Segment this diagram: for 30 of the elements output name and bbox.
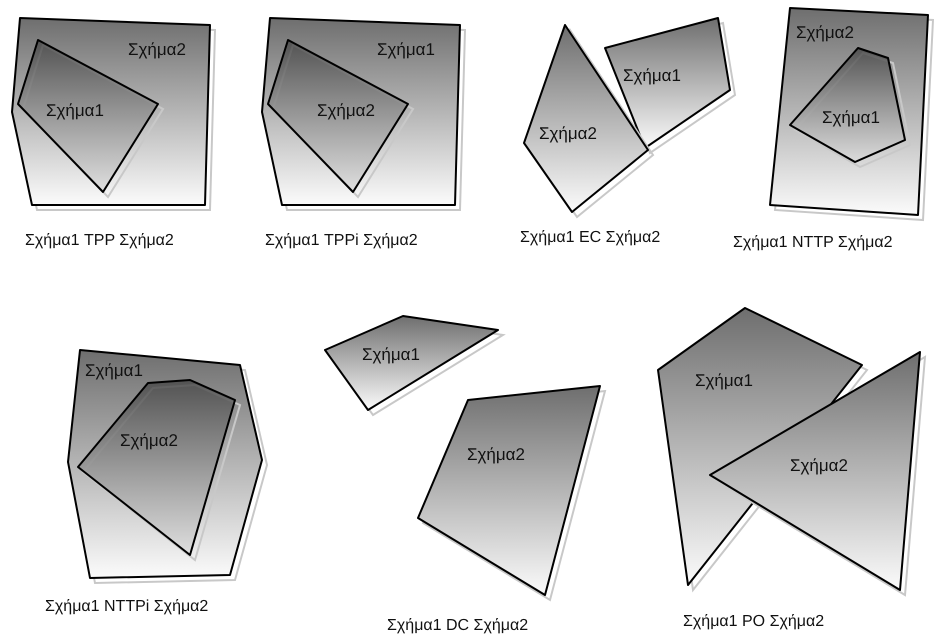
region-label: Σχήμα1: [85, 362, 143, 379]
region-shape: [418, 386, 605, 600]
region-label: Σχήμα1: [362, 346, 420, 363]
region-label: Σχήμα1: [377, 41, 435, 58]
region-shape: [68, 350, 267, 583]
relation-caption: Σχήμα1 NTTP Σχήμα2: [733, 234, 892, 252]
region-label: Σχήμα2: [128, 41, 186, 58]
region-label: Σχήμα2: [317, 102, 375, 119]
region-shape: [262, 18, 465, 210]
region-label: Σχήμα1: [623, 67, 681, 84]
relation-caption: Σχήμα1 TPPi Σχήμα2: [265, 232, 418, 250]
region-shape: [78, 380, 240, 560]
relation-caption: Σχήμα1 NTTPi Σχήμα2: [45, 598, 208, 616]
region-label: Σχήμα2: [796, 24, 854, 41]
relation-caption: Σχήμα1 DC Σχήμα2: [387, 617, 528, 635]
region-label: Σχήμα1: [46, 102, 104, 119]
region-label: Σχήμα2: [467, 446, 525, 463]
relation-caption: Σχήμα1 EC Σχήμα2: [520, 229, 660, 247]
region-label: Σχήμα1: [695, 372, 753, 389]
region-shape: [325, 316, 503, 415]
relation-caption: Σχήμα1 TPP Σχήμα2: [25, 232, 174, 250]
region-shape: [12, 18, 215, 210]
region-label: Σχήμα2: [790, 457, 848, 474]
relation-caption: Σχήμα1 PO Σχήμα2: [683, 613, 824, 631]
region-label: Σχήμα2: [539, 125, 597, 142]
region-label: Σχήμα1: [822, 109, 880, 126]
region-shape: [770, 8, 933, 220]
region-label: Σχήμα2: [120, 432, 178, 449]
region-shape: [790, 48, 910, 167]
region-shape: [605, 18, 735, 153]
